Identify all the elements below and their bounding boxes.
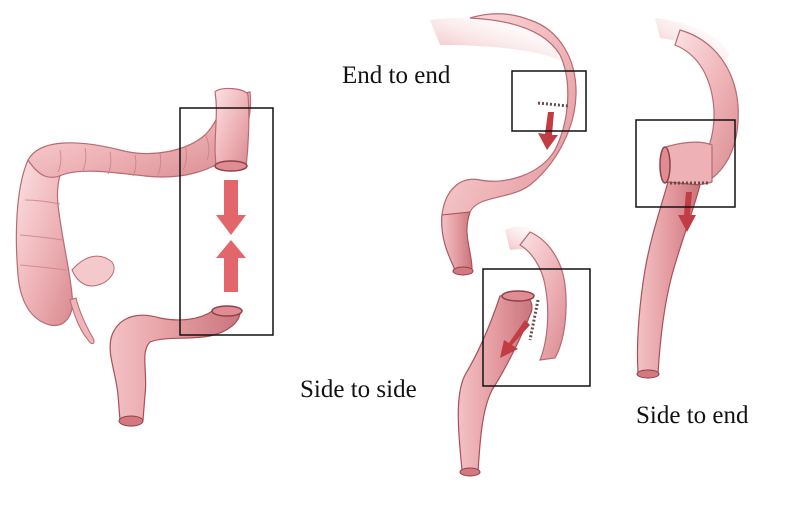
- end-to-end-staple-line: [537, 101, 569, 108]
- end-to-end-box: [511, 70, 587, 132]
- cut-end-upper: [214, 160, 248, 172]
- label-end-to-end: End to end: [342, 62, 451, 89]
- side-to-end-rectum: [636, 181, 701, 375]
- rectum-segment: [109, 309, 241, 427]
- side-to-end-arrow-icon: [678, 192, 696, 232]
- appendix: [69, 297, 95, 345]
- end-to-end-rectum: [441, 211, 473, 271]
- terminal-ileum: [71, 255, 115, 287]
- label-side-to-side: Side to side: [300, 376, 417, 403]
- end-to-end-anus: [452, 266, 474, 276]
- side-to-end-box: [635, 119, 736, 208]
- ascending-colon: [15, 159, 74, 326]
- side-to-side-cut-end: [501, 290, 535, 302]
- haustra-lines: [19, 133, 210, 271]
- side-to-side-staple-line: [528, 299, 540, 341]
- side-to-side-anus: [459, 467, 481, 477]
- end-to-end-illustration: [430, 13, 587, 276]
- side-to-end-illustration: [635, 18, 739, 379]
- cut-end-lower: [211, 305, 243, 317]
- side-to-side-arrow-icon: [500, 320, 530, 358]
- side-to-end-cut-end: [659, 146, 671, 184]
- resection-box: [179, 107, 274, 336]
- side-to-side-illustration: [457, 226, 591, 477]
- descending-colon-proximal: [214, 87, 250, 169]
- anastomosis-arrow-down-icon: [216, 180, 246, 235]
- anus: [118, 415, 144, 427]
- side-to-side-box: [482, 268, 591, 387]
- label-side-to-end: Side to end: [636, 402, 749, 429]
- side-to-side-rectum: [457, 291, 533, 473]
- full-colon-illustration: [15, 87, 274, 427]
- anastomosis-arrow-up-icon: [216, 240, 246, 292]
- side-to-end-anus: [636, 369, 660, 379]
